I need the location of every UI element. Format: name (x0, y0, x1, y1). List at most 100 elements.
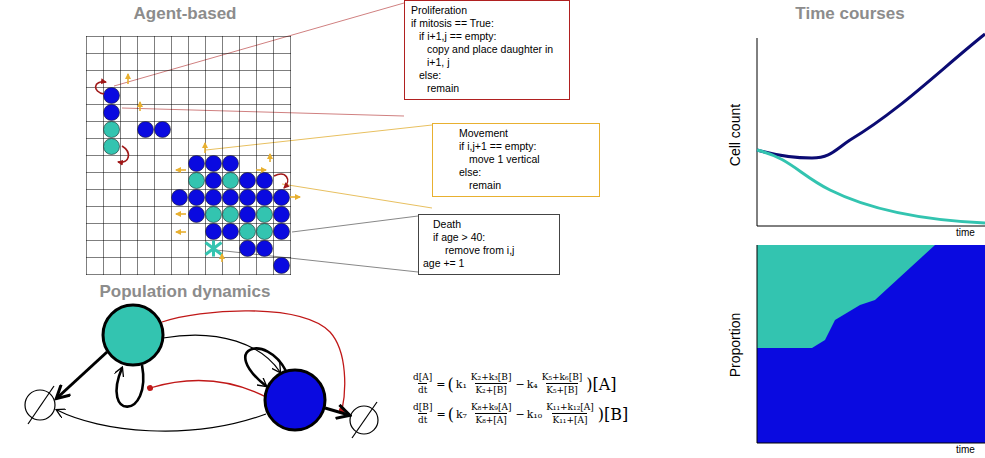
equation-term: )[A] (586, 375, 616, 394)
agent-cell (223, 207, 239, 223)
agent-cell (189, 156, 205, 172)
agent-cell (189, 190, 205, 206)
equation-term: k₁ (456, 378, 467, 391)
panel-heading: Time courses (795, 5, 904, 24)
agent-cell (172, 190, 188, 206)
equation-term: )[B] (598, 405, 628, 424)
axis-label: Cell count (728, 104, 743, 166)
division-arrows (96, 82, 288, 188)
agent-cell (240, 207, 256, 223)
code-line: if mitosis == True: (411, 17, 563, 30)
agent-cell (206, 224, 222, 240)
equation-term: − (515, 408, 524, 421)
equation-term: ( (448, 405, 454, 424)
dead-cell (206, 241, 222, 257)
equation-term: k₇ (456, 408, 467, 421)
code-box: Proliferationif mitosis == True:if i+1,j… (404, 0, 570, 100)
code-box: Deathif age > 40:remove from i,jage += 1 (418, 214, 560, 275)
agent-cell (257, 190, 273, 206)
agent-cell (104, 88, 120, 104)
fraction: K₁₁+k₁₂[A]K₁₁+[A] (545, 402, 595, 426)
agent-cell (189, 173, 205, 189)
code-line: else: (419, 69, 563, 82)
agent-cell (257, 241, 273, 257)
code-line: age += 1 (423, 257, 553, 270)
equation-term: d[A] (413, 372, 432, 383)
equation-term: = (436, 378, 445, 391)
code-line: Proliferation (411, 4, 563, 17)
equation-term: dt (418, 413, 427, 426)
panel-heading: Agent-based (134, 5, 237, 24)
fraction: d[A]dt (412, 372, 433, 396)
code-box: Movementif i,j+1 == empty:move 1 vertica… (432, 123, 600, 197)
fraction: K₈+k₉[A]K₈+[A] (470, 402, 512, 426)
code-line: move 1 vertical (469, 153, 593, 166)
equation-term: K₂+[B] (475, 383, 507, 396)
equation-term: K₈+[A] (475, 413, 506, 426)
movement-arrows (128, 74, 300, 262)
fraction: K₂+k₃[B]K₂+[B] (470, 372, 513, 396)
agent-cell (274, 258, 290, 274)
equation-term: K₈+k₉[A] (471, 402, 511, 413)
agent-cell (240, 190, 256, 206)
agent-cell (240, 224, 256, 240)
agent-cell (189, 207, 205, 223)
code-line: if i+1,j == empty: (419, 30, 563, 43)
agent-cell (206, 207, 222, 223)
agent-cell (206, 190, 222, 206)
axis-label: Proportion (728, 313, 743, 378)
agent-cell (223, 156, 239, 172)
agent-cell (257, 173, 273, 189)
equation-term: − (515, 378, 524, 391)
agent-cell (274, 207, 290, 223)
code-line: remain (427, 82, 563, 95)
code-line: remove from i,j (445, 244, 553, 257)
code-line: Death (433, 218, 553, 231)
code-line: remain (469, 179, 593, 192)
proportion-chart (757, 245, 985, 443)
agent-cell (155, 122, 171, 138)
agent-cell (223, 190, 239, 206)
agent-cell (274, 190, 290, 206)
equation-term: dt (418, 383, 427, 396)
agent-cell (223, 224, 239, 240)
ode-equation: d[B]dt=(k₇K₈+k₉[A]K₈+[A]−k₁₀K₁₁+k₁₂[A]K₁… (410, 402, 629, 426)
agent-cell (104, 122, 120, 138)
agent-cell (257, 224, 273, 240)
code-line: else: (459, 166, 593, 179)
agent-cell (240, 173, 256, 189)
agent-cell (240, 241, 256, 257)
axis-label: time (956, 444, 975, 455)
equation-term: K₁₁+k₁₂[A] (546, 402, 594, 413)
equation-term: K₂+k₃[B] (471, 372, 512, 383)
code-line: copy and place daughter in i+1, j (427, 43, 563, 69)
agent-cell (274, 224, 290, 240)
code-line: Movement (459, 127, 593, 140)
fraction: d[B]dt (412, 402, 433, 426)
code-line: if age > 40: (433, 231, 553, 244)
equation-term: k₄ (527, 378, 538, 391)
code-line: if i,j+1 == empty: (459, 140, 593, 153)
agent-cell (206, 173, 222, 189)
ode-equation: d[A]dt=(k₁K₂+k₃[B]K₂+[B]−k₄K₅+k₆[B]K₅+[B… (410, 372, 618, 396)
equation-term: K₁₁+[A] (552, 413, 587, 426)
agent-cell (257, 207, 273, 223)
agent-cell (138, 122, 154, 138)
equation-term: K₅+[B] (546, 383, 578, 396)
agent-cell (104, 105, 120, 121)
fraction: K₅+k₆[B]K₅+[B] (541, 372, 584, 396)
lattice-grid (86, 36, 291, 275)
equation-term: = (436, 408, 445, 421)
equation-term: k₁₀ (527, 408, 543, 421)
agent-cell (206, 156, 222, 172)
equation-term: d[B] (413, 402, 432, 413)
equation-term: K₅+k₆[B] (542, 372, 583, 383)
panel-heading: Population dynamics (100, 283, 271, 302)
population-network (25, 305, 378, 438)
axis-label: time (956, 227, 975, 238)
agent-cells (104, 88, 290, 274)
cell-count-chart (757, 34, 985, 226)
agent-cell (223, 173, 239, 189)
agent-cell (104, 139, 120, 155)
